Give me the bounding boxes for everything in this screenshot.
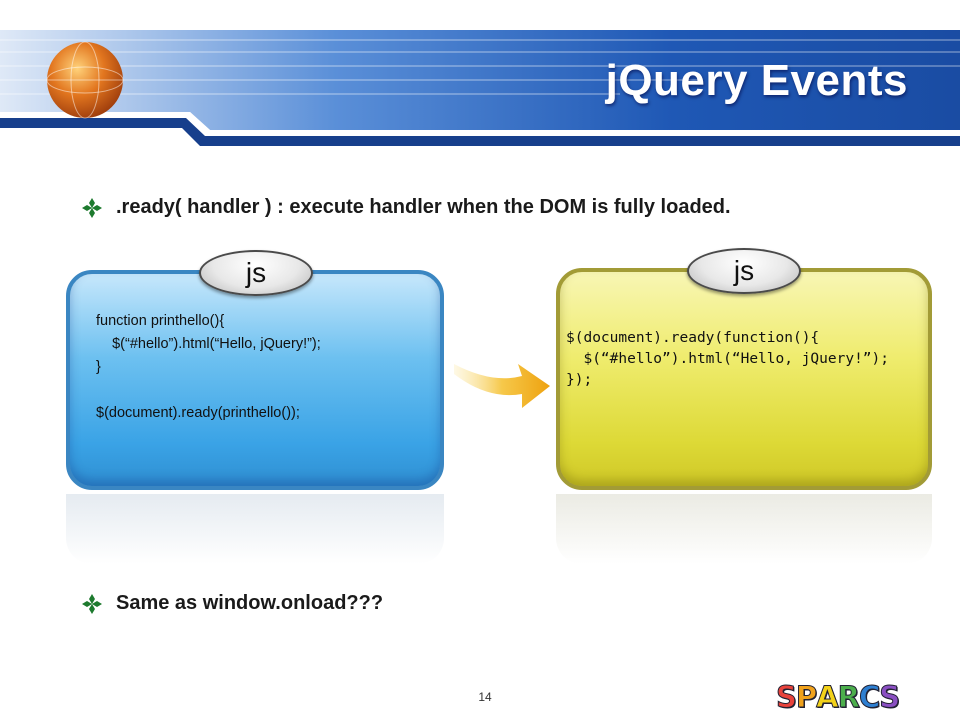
diamond-bullet-icon bbox=[82, 197, 102, 218]
page-number: 14 bbox=[478, 690, 492, 704]
sparcs-logo: S P A R C S bbox=[776, 680, 901, 715]
banner-graphic bbox=[0, 0, 960, 150]
logo-letter: R bbox=[837, 680, 860, 715]
bullet-ready-description: .ready( handler ) : execute handler when… bbox=[82, 196, 731, 219]
code-box-left-reflection bbox=[66, 494, 444, 564]
code-box-right-reflection bbox=[556, 494, 932, 564]
code-snippet-left: function printhello(){ $(“#hello”).html(… bbox=[96, 313, 321, 421]
logo-letter: P bbox=[795, 680, 817, 715]
code-box-left-panel bbox=[66, 270, 444, 490]
code-box-left bbox=[66, 270, 444, 490]
code-box-right bbox=[556, 268, 932, 490]
js-tab-left: js bbox=[199, 250, 313, 296]
logo-letter: S bbox=[879, 680, 901, 715]
bullet-text: .ready( handler ) : execute handler when… bbox=[116, 196, 731, 218]
logo-letter: A bbox=[816, 680, 839, 715]
bullet-window-onload: Same as window.onload??? bbox=[82, 592, 383, 615]
logo-letter: S bbox=[776, 680, 798, 715]
diamond-bullet-icon bbox=[82, 593, 102, 614]
page-title: jQuery Events bbox=[605, 56, 908, 105]
code-box-right-panel bbox=[556, 268, 932, 490]
arrow-right-icon bbox=[454, 364, 550, 408]
logo-letter: C bbox=[858, 680, 880, 715]
header-banner: jQuery Events bbox=[0, 0, 960, 150]
bullet-text: Same as window.onload??? bbox=[116, 592, 384, 614]
code-snippet-right: $(document).ready(function(){ $(“#hello”… bbox=[566, 330, 890, 388]
js-tab-right: js bbox=[687, 248, 801, 294]
